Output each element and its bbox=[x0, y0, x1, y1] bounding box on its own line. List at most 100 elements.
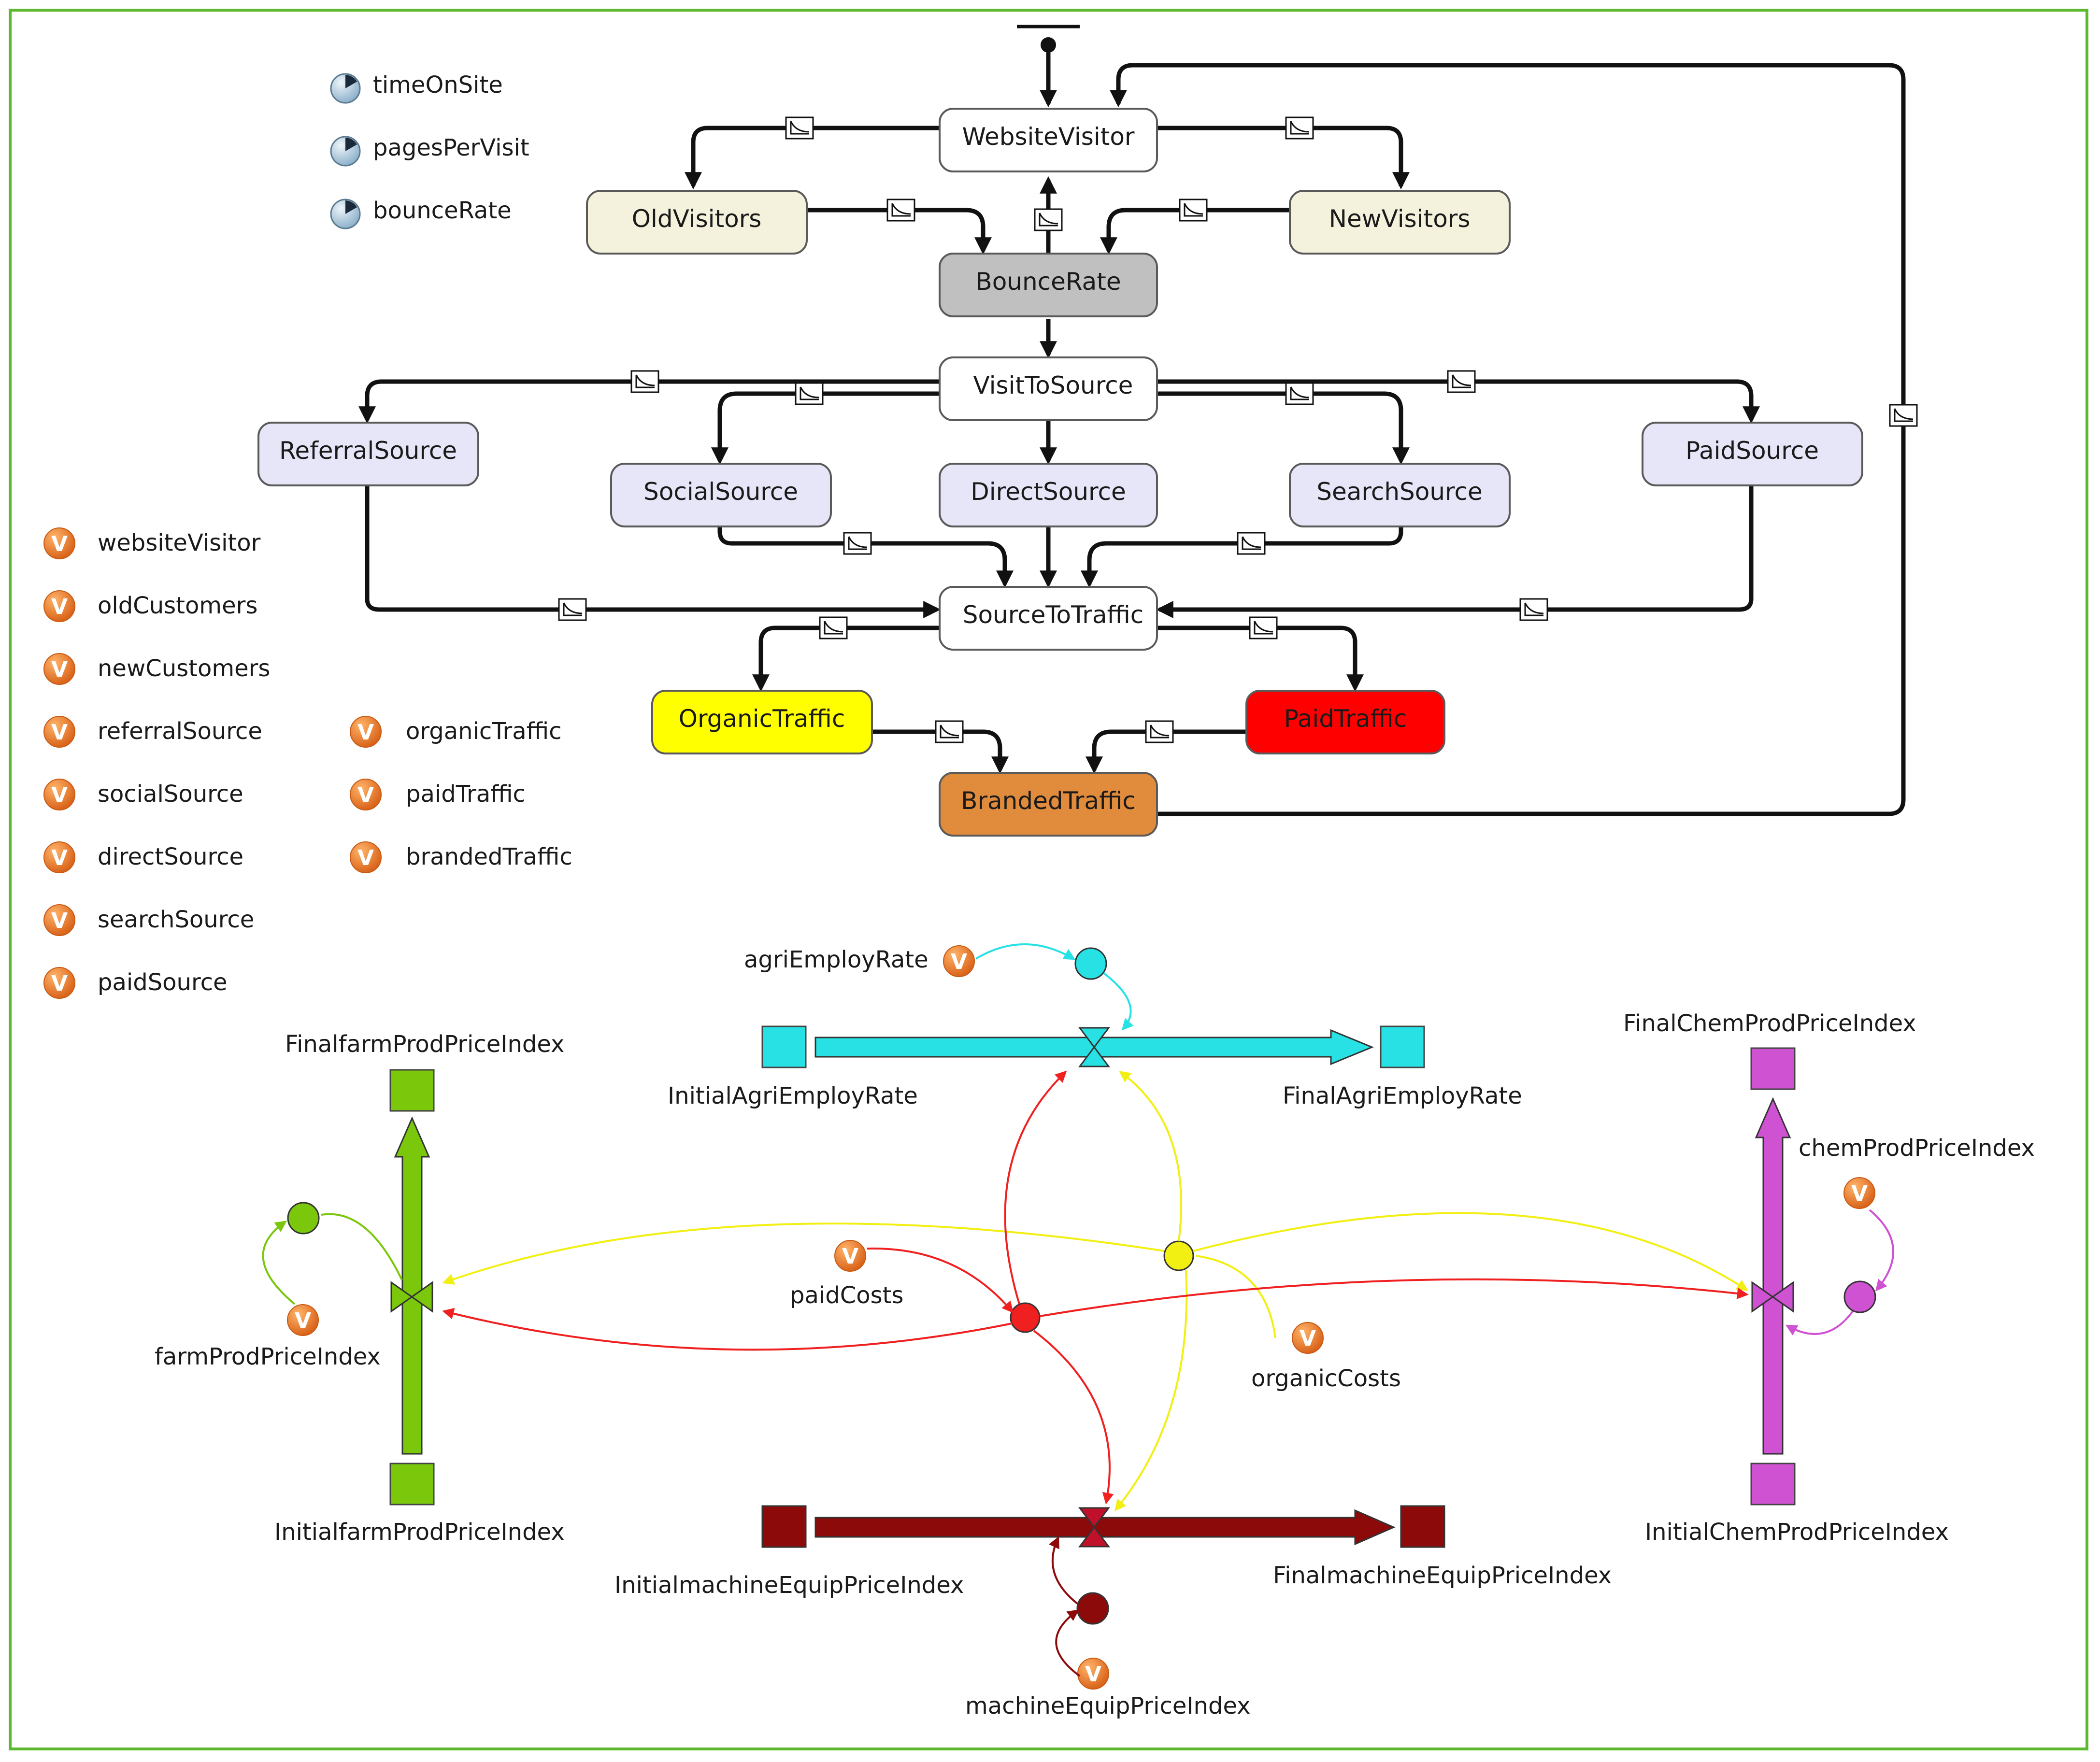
parameter-list: timeOnSite pagesPerVisit bounceRate bbox=[330, 71, 529, 229]
state-new-visitors[interactable]: NewVisitors bbox=[1289, 190, 1511, 255]
chem-prod-aux[interactable] bbox=[1843, 1280, 1876, 1313]
svg-text:SourceToTraffic: SourceToTraffic bbox=[963, 601, 1144, 629]
state-visit-to-source[interactable]: VisitToSource bbox=[939, 356, 1158, 421]
svg-text:oldCustomers: oldCustomers bbox=[98, 592, 257, 619]
variable-website-visitor[interactable]: websiteVisitor bbox=[43, 527, 261, 559]
parameter-bounce-rate[interactable]: bounceRate bbox=[330, 197, 512, 229]
variable-new-customers[interactable]: newCustomers bbox=[43, 653, 270, 685]
final-machine-equip-price-index-label: FinalmachineEquipPriceIndex bbox=[1273, 1562, 1612, 1589]
parameter-pages-per-visit[interactable]: pagesPerVisit bbox=[330, 134, 529, 167]
state-paid-source[interactable]: PaidSource bbox=[1642, 422, 1863, 486]
initial-agri-employ-rate-label: InitialAgriEmployRate bbox=[668, 1082, 918, 1109]
final-chem-prod-price-index-stock[interactable] bbox=[1750, 1047, 1796, 1090]
variable-social-source[interactable]: socialSource bbox=[43, 779, 243, 810]
final-agri-employ-rate-label: FinalAgriEmployRate bbox=[1283, 1082, 1522, 1109]
chem-prod-flow-pipe bbox=[1755, 1097, 1791, 1455]
final-farm-prod-price-index-label: FinalfarmProdPriceIndex bbox=[285, 1031, 564, 1058]
parameter-icon bbox=[330, 199, 361, 229]
final-chem-prod-price-index-label: FinalChemProdPriceIndex bbox=[1623, 1010, 1916, 1037]
svg-text:pagesPerVisit: pagesPerVisit bbox=[373, 134, 529, 161]
machine-equip-flow: InitialmachineEquipPriceIndex Finalmachi… bbox=[614, 1505, 1612, 1719]
state-bounce-rate[interactable]: BounceRate bbox=[939, 253, 1158, 317]
organic-costs-aux[interactable] bbox=[1163, 1240, 1194, 1271]
parameter-icon bbox=[330, 136, 361, 167]
farm-prod-aux[interactable] bbox=[287, 1202, 320, 1235]
svg-text:OldVisitors: OldVisitors bbox=[632, 205, 762, 233]
final-farm-prod-price-index-stock[interactable] bbox=[389, 1069, 435, 1112]
state-social-source[interactable]: SocialSource bbox=[610, 463, 832, 527]
state-search-source[interactable]: SearchSource bbox=[1289, 463, 1511, 527]
variable-icon bbox=[43, 779, 75, 810]
machine-equip-valve-icon[interactable] bbox=[1078, 1507, 1110, 1548]
agri-employ-rate-label: agriEmployRate bbox=[744, 946, 929, 973]
initial-chem-prod-price-index-stock[interactable] bbox=[1750, 1463, 1796, 1506]
variable-branded-traffic[interactable]: brandedTraffic bbox=[350, 841, 572, 873]
state-old-visitors[interactable]: OldVisitors bbox=[586, 190, 808, 255]
parameter-icon bbox=[330, 73, 361, 104]
svg-text:websiteVisitor: websiteVisitor bbox=[98, 529, 261, 556]
variable-referral-source[interactable]: referralSource bbox=[43, 716, 262, 748]
variable-icon bbox=[43, 841, 75, 873]
machine-equip-flow-pipe bbox=[814, 1509, 1396, 1546]
variable-icon[interactable] bbox=[834, 1240, 866, 1272]
svg-text:socialSource: socialSource bbox=[98, 781, 243, 808]
variable-old-customers[interactable]: oldCustomers bbox=[43, 590, 257, 622]
svg-text:referralSource: referralSource bbox=[98, 718, 262, 745]
state-branded-traffic[interactable]: BrandedTraffic bbox=[939, 772, 1158, 837]
farm-prod-flow-pipe bbox=[394, 1116, 430, 1455]
initial-machine-equip-price-index-stock[interactable] bbox=[761, 1505, 807, 1548]
svg-text:BrandedTraffic: BrandedTraffic bbox=[961, 787, 1136, 815]
state-paid-traffic[interactable]: PaidTraffic bbox=[1245, 690, 1445, 754]
variable-icon bbox=[43, 590, 75, 622]
diagram-frame bbox=[9, 9, 2088, 1750]
agri-employ-aux[interactable] bbox=[1074, 947, 1107, 980]
variable-list-left: websiteVisitor oldCustomers newCustomers… bbox=[43, 527, 270, 999]
variable-icon[interactable] bbox=[1077, 1658, 1109, 1690]
variable-icon bbox=[350, 841, 382, 873]
variable-icon bbox=[43, 904, 75, 936]
machine-equip-aux[interactable] bbox=[1076, 1592, 1109, 1625]
variable-organic-traffic[interactable]: organicTraffic bbox=[350, 716, 562, 748]
chem-prod-valve-icon[interactable] bbox=[1751, 1281, 1794, 1313]
svg-text:VisitToSource: VisitToSource bbox=[973, 371, 1133, 399]
svg-text:PaidTraffic: PaidTraffic bbox=[1284, 705, 1407, 733]
agri-employ-flow: agriEmployRate InitialAgriEmployRate Fin… bbox=[668, 943, 1522, 1109]
initial-farm-prod-price-index-stock[interactable] bbox=[389, 1463, 435, 1506]
variable-icon[interactable] bbox=[943, 945, 975, 977]
variable-icon[interactable] bbox=[287, 1304, 319, 1336]
variable-icon bbox=[350, 779, 382, 810]
agri-employ-valve-icon[interactable] bbox=[1078, 1027, 1110, 1067]
final-agri-employ-rate-stock[interactable] bbox=[1380, 1025, 1425, 1068]
svg-text:brandedTraffic: brandedTraffic bbox=[406, 843, 572, 870]
variable-direct-source[interactable]: directSource bbox=[43, 841, 243, 873]
variable-icon[interactable] bbox=[1292, 1322, 1324, 1354]
farm-prod-price-index-label: farmProdPriceIndex bbox=[155, 1343, 381, 1370]
organic-costs-label: organicCosts bbox=[1251, 1365, 1401, 1392]
final-machine-equip-price-index-stock[interactable] bbox=[1400, 1505, 1445, 1548]
state-source-to-traffic[interactable]: SourceToTraffic bbox=[939, 586, 1158, 651]
variable-icon[interactable] bbox=[1843, 1177, 1875, 1209]
initial-machine-equip-price-index-label: InitialmachineEquipPriceIndex bbox=[614, 1572, 964, 1599]
state-direct-source[interactable]: DirectSource bbox=[939, 463, 1158, 527]
farm-prod-valve-icon[interactable] bbox=[390, 1281, 433, 1313]
state-organic-traffic[interactable]: OrganicTraffic bbox=[651, 690, 873, 754]
variable-paid-traffic[interactable]: paidTraffic bbox=[350, 779, 526, 810]
initial-agri-employ-rate-stock[interactable] bbox=[761, 1025, 807, 1068]
variable-icon bbox=[350, 716, 382, 748]
chem-prod-price-index-label: chemProdPriceIndex bbox=[1799, 1135, 2035, 1162]
variable-paid-source[interactable]: paidSource bbox=[43, 967, 228, 999]
paid-costs-label: paidCosts bbox=[790, 1282, 903, 1309]
state-referral-source[interactable]: ReferralSource bbox=[257, 422, 479, 486]
farm-prod-flow: FinalfarmProdPriceIndex InitialfarmProdP… bbox=[155, 1031, 565, 1546]
svg-text:SocialSource: SocialSource bbox=[643, 478, 798, 506]
parameter-time-on-site[interactable]: timeOnSite bbox=[330, 71, 503, 104]
svg-text:OrganicTraffic: OrganicTraffic bbox=[679, 705, 845, 733]
svg-text:newCustomers: newCustomers bbox=[98, 655, 270, 682]
svg-text:paidSource: paidSource bbox=[98, 969, 228, 996]
svg-text:organicTraffic: organicTraffic bbox=[406, 718, 562, 745]
paid-costs-aux[interactable] bbox=[1010, 1302, 1041, 1333]
variable-search-source[interactable]: searchSource bbox=[43, 904, 254, 936]
cost-links: paidCosts organicCosts bbox=[442, 1070, 1749, 1511]
state-website-visitor[interactable]: WebsiteVisitor bbox=[939, 108, 1158, 172]
